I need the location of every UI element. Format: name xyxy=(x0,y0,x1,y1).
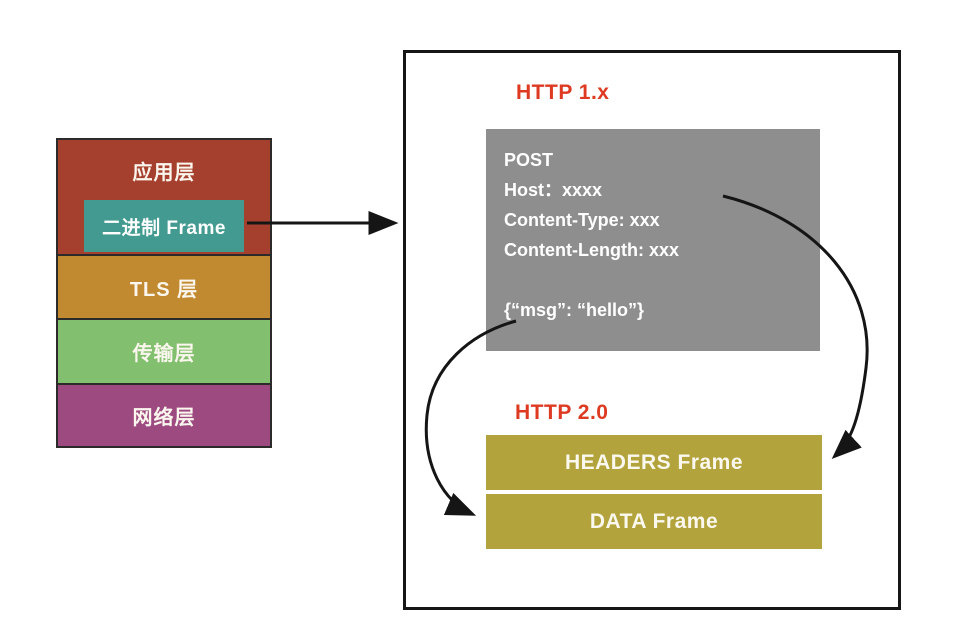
layer-transport: 传输层 xyxy=(58,317,270,384)
layer-network: 网络层 xyxy=(58,383,270,446)
protocol-stack: 应用层 二进制 Frame TLS 层 传输层 网络层 xyxy=(56,138,272,448)
request-line-method: POST xyxy=(504,150,554,170)
data-frame-label: DATA Frame xyxy=(589,509,719,533)
request-body-json: {“msg”: “hello”} xyxy=(504,300,645,320)
http-comparison-panel: HTTP 1.x POST Host：xxxx Content-Type: xx… xyxy=(403,50,901,610)
request-line-content-length: Content-Length: xxx xyxy=(504,240,679,260)
http2-title: HTTP 2.0 xyxy=(515,401,609,424)
http1-title: HTTP 1.x xyxy=(516,81,610,104)
binary-frame-box: 二进制 Frame xyxy=(84,200,244,252)
layer-network-label: 网络层 xyxy=(132,407,196,430)
headers-frame-label: HEADERS Frame xyxy=(564,450,744,474)
http1-request-box: POST Host：xxxx Content-Type: xxx Content… xyxy=(486,129,820,351)
request-line-content-type: Content-Type: xxx xyxy=(504,210,660,230)
http2-frames: HEADERS Frame DATA Frame xyxy=(486,435,822,549)
binary-frame-label: 二进制 Frame xyxy=(102,217,226,239)
layer-application-label: 应用层 xyxy=(132,162,196,184)
data-frame-box: DATA Frame xyxy=(486,494,822,549)
layer-tls: TLS 层 xyxy=(58,254,270,318)
request-line-host: Host：xxxx xyxy=(504,180,603,200)
layer-application: 应用层 二进制 Frame xyxy=(58,140,270,255)
layer-transport-label: 传输层 xyxy=(132,343,196,366)
layer-tls-label: TLS 层 xyxy=(129,278,199,301)
frame-separator xyxy=(486,490,822,494)
headers-frame-box: HEADERS Frame xyxy=(486,435,822,490)
